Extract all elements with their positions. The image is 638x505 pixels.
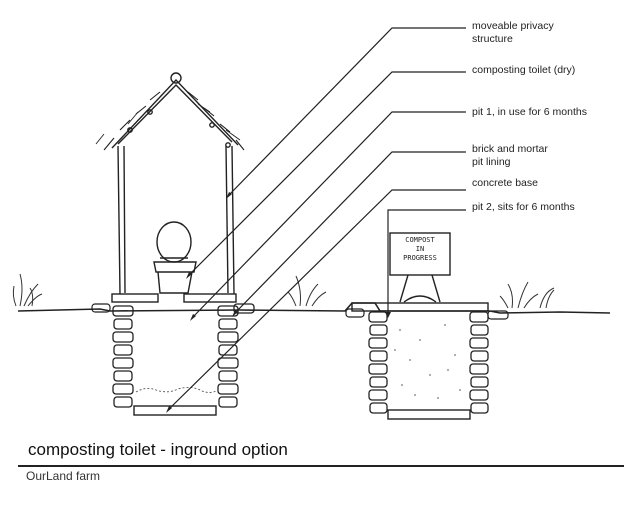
callout-pit-2: pit 2, sits for 6 months <box>472 201 575 213</box>
callout-composting-toilet: composting toilet (dry) <box>472 64 576 76</box>
pit2-compost <box>394 324 461 399</box>
pit2-concrete-base <box>387 409 471 420</box>
pit1-compost <box>135 386 217 393</box>
pit2-brick-lining <box>368 311 489 414</box>
diagram-title: composting toilet - inground option <box>28 440 288 459</box>
diagram-subtitle: OurLand farm <box>26 469 101 483</box>
sign-text: COMPOST IN PROGRESS <box>403 236 437 262</box>
stepping-stone <box>91 303 111 313</box>
callout-pit-1: pit 1, in use for 6 months <box>472 106 587 118</box>
leader-arrowheads <box>166 192 391 413</box>
callout-privacy-structure: moveable privacy structure <box>472 20 554 45</box>
plant-icon <box>12 273 555 309</box>
privacy-structure <box>95 72 245 295</box>
leader-lines <box>167 27 466 411</box>
compost-sign <box>389 232 451 303</box>
pit2-stepping-stone <box>345 308 365 318</box>
callout-pit-lining: brick and mortar pit lining <box>472 143 548 168</box>
pit1-concrete-base <box>133 405 217 416</box>
toilet-icon <box>153 221 197 294</box>
pit1-brick-lining <box>112 303 255 408</box>
concrete-slab-right <box>183 293 237 303</box>
title-divider <box>18 465 624 467</box>
concrete-slab-left <box>111 293 159 303</box>
callout-concrete-base: concrete base <box>472 177 538 189</box>
pit2-cover <box>351 302 489 312</box>
